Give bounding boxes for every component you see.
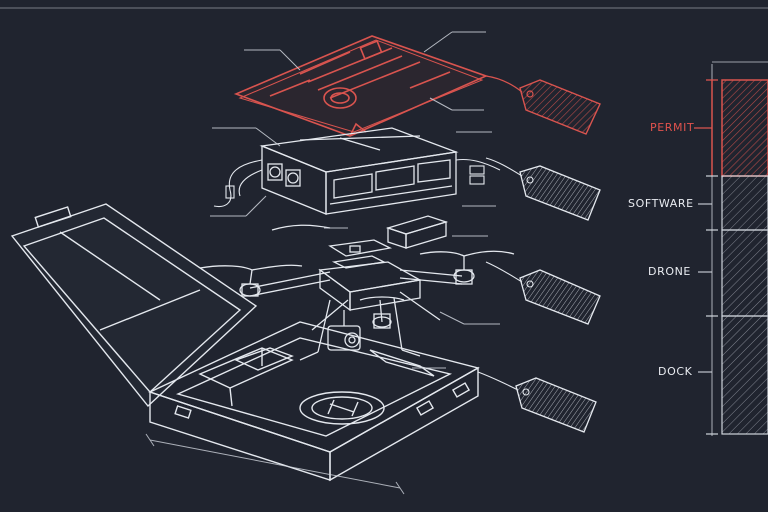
- bar-segment-dock: [721, 315, 768, 435]
- callout-leaders: [210, 31, 500, 369]
- bar-segment-software: [721, 175, 768, 231]
- battery: [385, 215, 449, 249]
- drone-tag: [485, 261, 601, 325]
- compute-tag: [485, 157, 601, 221]
- layer-label-software: SOFTWARE: [628, 197, 694, 210]
- permit-tag: [485, 75, 601, 135]
- compute-cables: [213, 158, 501, 208]
- layer-label-dock: DOCK: [658, 365, 693, 378]
- bar-segment-permit: [721, 79, 768, 177]
- dock-tag: [477, 371, 597, 433]
- compute-module: [259, 127, 459, 215]
- layer-label-permit: PERMIT: [650, 121, 695, 134]
- layer-stack-bar: [694, 61, 768, 436]
- dock-case: [10, 203, 480, 482]
- drone: [199, 224, 515, 361]
- dimension-line: [145, 433, 405, 495]
- permit-document: [233, 35, 489, 137]
- layer-label-drone: DRONE: [648, 265, 691, 278]
- bar-segment-drone: [721, 229, 768, 317]
